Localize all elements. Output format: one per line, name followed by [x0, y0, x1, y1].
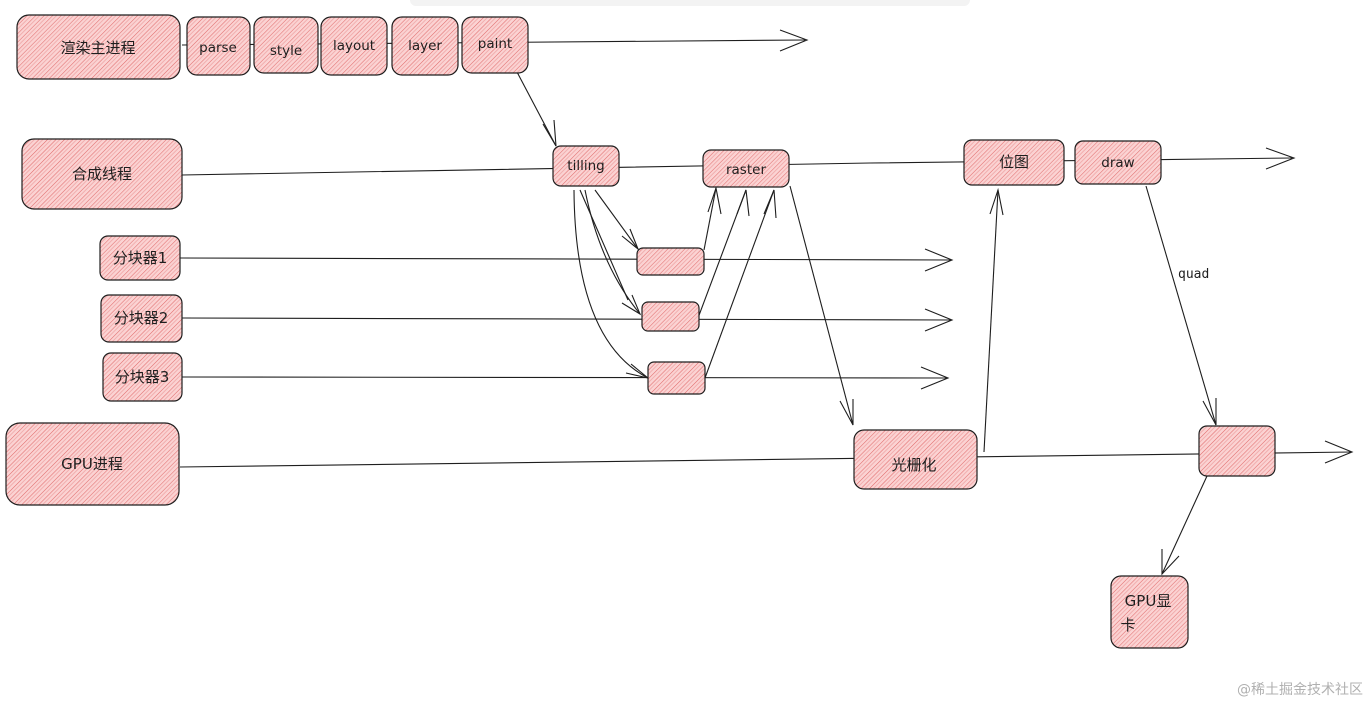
quad-label: quad — [1178, 267, 1209, 282]
arrowhead — [1161, 549, 1180, 576]
rasterize-node[interactable]: 光栅化 — [853, 429, 978, 490]
tilling-to-tile2-arrow-2 — [579, 189, 629, 301]
arrowhead — [1324, 440, 1354, 464]
style-node[interactable]: style — [253, 16, 319, 74]
tile1-to-raster-arrow — [703, 187, 717, 251]
tile-box-2[interactable] — [641, 301, 700, 332]
gpu-process-node[interactable]: GPU进程 — [5, 422, 180, 506]
gpu-quad-box[interactable] — [1198, 425, 1276, 477]
arrowhead — [707, 185, 722, 215]
arrowhead — [621, 294, 642, 316]
paint-node[interactable]: paint — [461, 16, 529, 74]
draw-label: draw — [1101, 155, 1134, 171]
draw-to-gpu-quad-arrow — [1145, 185, 1217, 426]
layer-label: layer — [408, 38, 442, 54]
tilling-label: tilling — [567, 158, 604, 174]
arrowhead — [924, 248, 954, 272]
tiler3-node[interactable]: 分块器3 — [102, 352, 183, 402]
tiler2-timeline — [181, 317, 953, 321]
arrowhead — [1202, 398, 1217, 426]
arrowhead — [924, 308, 954, 332]
paint-label: paint — [478, 36, 512, 52]
gpu-quad-to-card-arrow — [1161, 475, 1208, 575]
tiler3-label: 分块器3 — [115, 368, 170, 386]
arrowhead — [920, 366, 950, 390]
gpu-card-label-line1: GPU显 — [1125, 592, 1172, 610]
arrowhead — [736, 189, 750, 217]
bitmap-label: 位图 — [999, 153, 1029, 171]
nodes: 渲染主进程 parse style layout layer paint 合成线… — [5, 14, 1276, 649]
tile3-to-raster-arrow — [704, 189, 775, 379]
raster-label: raster — [726, 162, 766, 178]
arrowhead — [839, 399, 854, 426]
tilling-node[interactable]: tilling — [552, 145, 620, 187]
tilling-to-tile1-arrow — [594, 189, 639, 250]
arrowhead — [621, 228, 640, 251]
render-main-label: 渲染主进程 — [60, 39, 135, 57]
bitmap-node[interactable]: 位图 — [963, 139, 1065, 186]
tiler1-node[interactable]: 分块器1 — [99, 235, 181, 281]
render-main-node[interactable]: 渲染主进程 — [16, 14, 181, 80]
paint-to-tilling-arrow — [516, 71, 557, 147]
arrowhead — [989, 187, 1004, 216]
arrowhead — [542, 119, 557, 147]
top-bar-edge — [410, 0, 970, 6]
tiler2-label: 分块器2 — [114, 309, 169, 327]
parse-label: parse — [199, 40, 237, 56]
gpu-process-label: GPU进程 — [61, 455, 123, 473]
tiler1-timeline — [179, 257, 953, 261]
gpu-card-label-line2: 卡 — [1120, 616, 1135, 634]
timeline-arrows — [179, 29, 1354, 468]
flow-arrows: quad — [516, 71, 1217, 576]
rasterize-label: 光栅化 — [891, 456, 936, 474]
raster-to-rasterize-arrow — [789, 185, 854, 426]
raster-node[interactable]: raster — [702, 149, 790, 188]
arrowhead — [779, 29, 809, 52]
tilling-to-tile3-arrow — [573, 189, 649, 379]
tiler2-node[interactable]: 分块器2 — [100, 294, 183, 343]
gpu-timeline — [179, 451, 1353, 468]
rasterize-to-bitmap-arrow — [983, 189, 999, 453]
tiler1-label: 分块器1 — [113, 249, 168, 267]
compositor-node[interactable]: 合成线程 — [21, 138, 183, 210]
watermark: @稀土掘金技术社区 — [1237, 682, 1363, 698]
tile-box-1[interactable] — [636, 247, 705, 276]
tilling-to-tile2-arrow — [584, 189, 641, 315]
compositor-label: 合成线程 — [72, 165, 132, 183]
tiler3-timeline — [181, 376, 949, 379]
draw-node[interactable]: draw — [1074, 140, 1162, 185]
arrowhead — [1265, 147, 1296, 170]
gpu-card-node[interactable]: GPU显 卡 — [1110, 575, 1189, 649]
style-label: style — [270, 43, 302, 59]
arrowhead — [763, 189, 777, 219]
tile-box-3[interactable] — [647, 361, 706, 395]
layout-label: layout — [333, 38, 375, 54]
layout-node[interactable]: layout — [320, 16, 388, 76]
layer-node[interactable]: layer — [391, 16, 459, 76]
parse-node[interactable]: parse — [186, 16, 251, 76]
